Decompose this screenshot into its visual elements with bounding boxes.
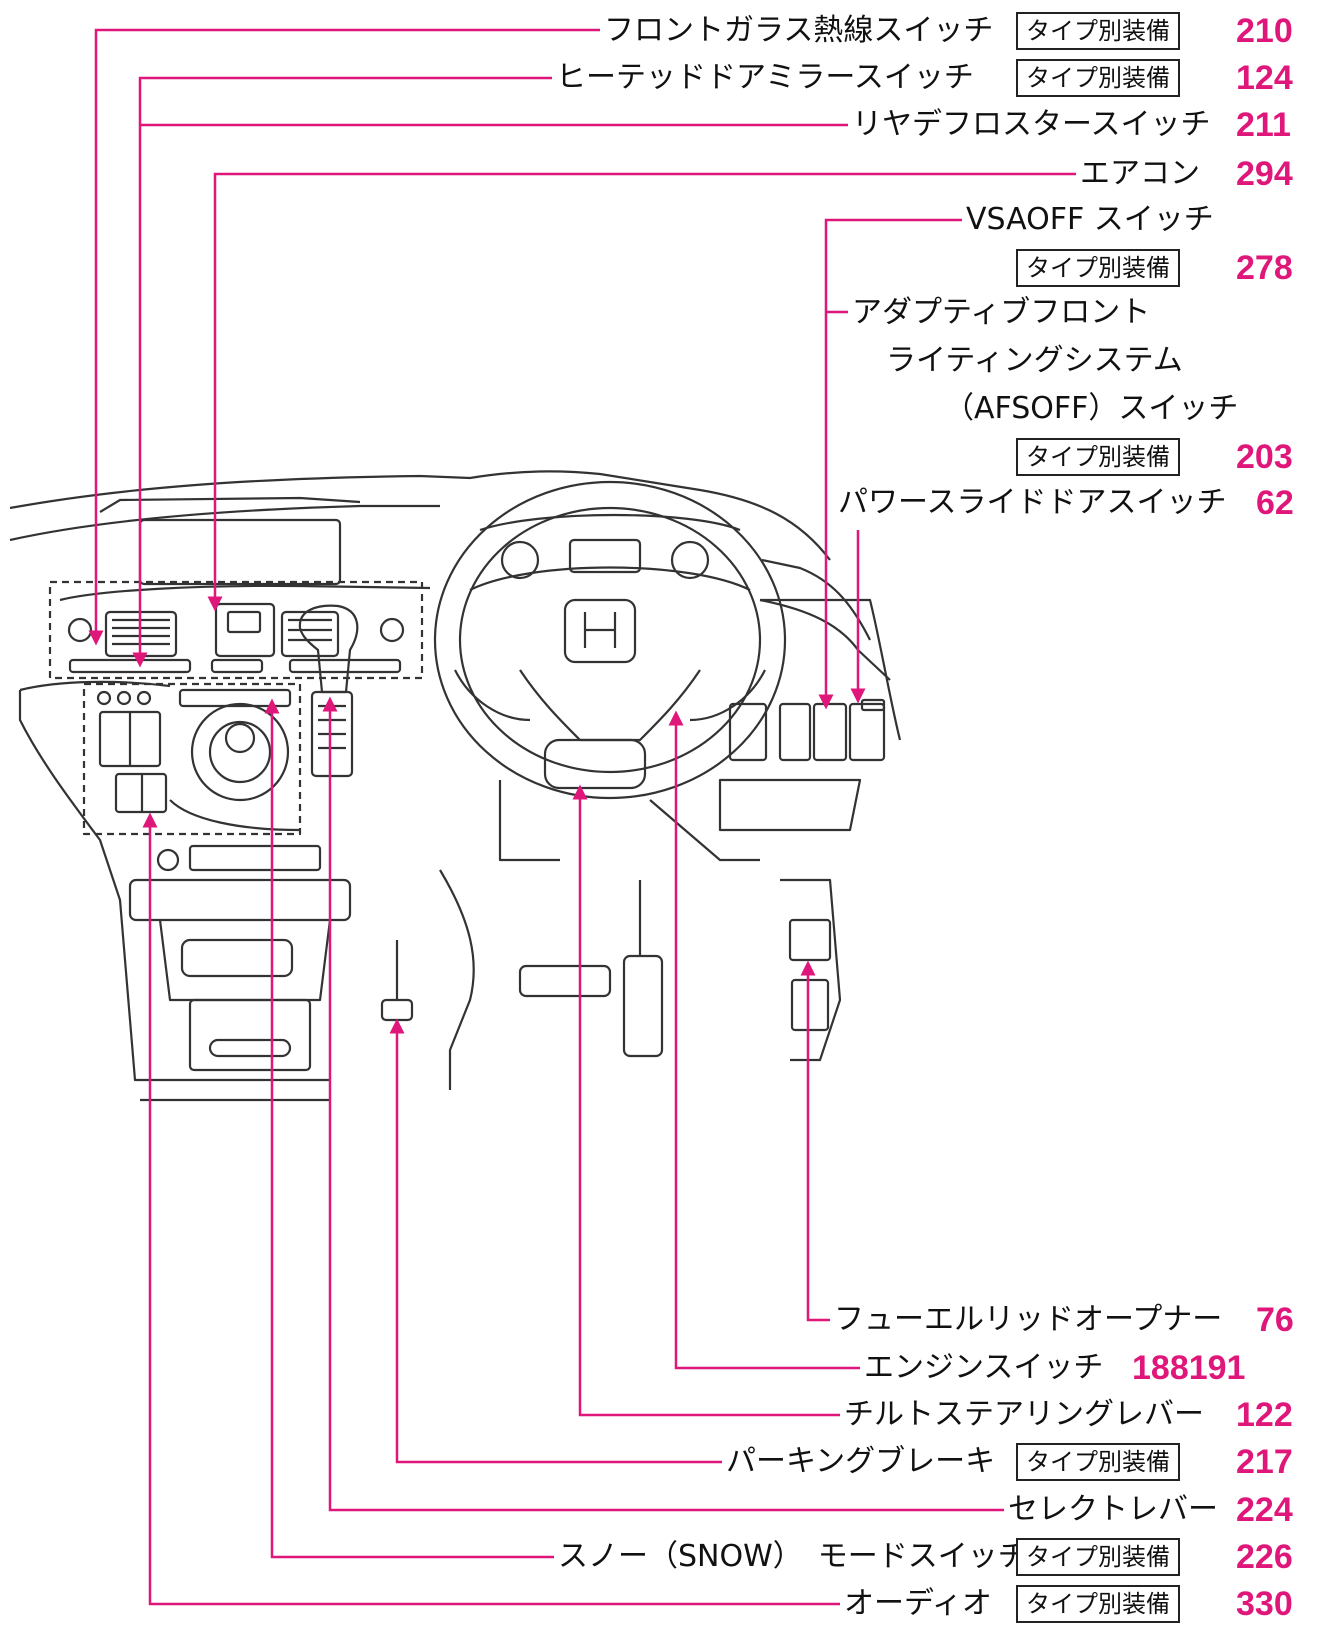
callout-label-audio: オーディオ — [844, 1586, 992, 1621]
callout-page-power-slide-door[interactable]: 62 — [1256, 484, 1294, 522]
callout-label-fuel-lid-opener: フューエルリッドオープナー — [834, 1302, 1223, 1337]
callout-badge-windshield-heater: タイプ別装備 — [1016, 12, 1180, 50]
callout-badge-parking-brake: タイプ別装備 — [1016, 1443, 1180, 1481]
callout-page-windshield-heater[interactable]: 210 — [1236, 12, 1293, 50]
callout-page-audio[interactable]: 330 — [1236, 1585, 1293, 1623]
callout-label-tilt-steering: チルトステアリングレバー — [844, 1397, 1204, 1432]
callout-label-vsa-off: VSAOFF スイッチ — [966, 202, 1214, 237]
callout-page-afs[interactable]: 203 — [1236, 438, 1293, 476]
callout-badge-snow-mode: タイプ別装備 — [1016, 1538, 1180, 1576]
leader-lines — [88, 28, 1076, 1606]
callout-page-snow-mode[interactable]: 226 — [1236, 1538, 1293, 1576]
callout-badge-audio: タイプ別装備 — [1016, 1585, 1180, 1623]
callout-badge-vsa-off: タイプ別装備 — [1016, 249, 1180, 287]
callout-page-engine-switch[interactable]: 188191 — [1132, 1349, 1246, 1387]
callout-label-afs-line2: ライティングシステム — [886, 343, 1183, 378]
callout-badge-afs: タイプ別装備 — [1016, 438, 1180, 476]
callout-label-select-lever: セレクトレバー — [1008, 1492, 1218, 1527]
callout-label-snow-mode: スノー（SNOW） モードスイッチ — [558, 1539, 1028, 1574]
callout-label-air-conditioner: エアコン — [1080, 156, 1200, 191]
callout-label-parking-brake: パーキングブレーキ — [726, 1444, 996, 1479]
callout-label-rear-defroster: リヤデフロスタースイッチ — [852, 107, 1211, 142]
callout-label-heated-mirror: ヒーテッドドアミラースイッチ — [556, 60, 974, 95]
callout-page-fuel-lid-opener[interactable]: 76 — [1256, 1301, 1294, 1339]
callout-page-select-lever[interactable]: 224 — [1236, 1491, 1293, 1529]
callout-badge-heated-mirror: タイプ別装備 — [1016, 59, 1180, 97]
callout-page-vsa-off[interactable]: 278 — [1236, 249, 1293, 287]
callout-label-engine-switch: エンジンスイッチ — [864, 1350, 1104, 1385]
callout-page-tilt-steering[interactable]: 122 — [1236, 1396, 1293, 1434]
callout-label-afs-line3: （AFSOFF）スイッチ — [944, 391, 1239, 426]
callout-page-heated-mirror[interactable]: 124 — [1236, 59, 1293, 97]
callout-label-power-slide-door: パワースライドドアスイッチ — [838, 485, 1227, 520]
callout-page-air-conditioner[interactable]: 294 — [1236, 155, 1293, 193]
callout-label-windshield-heater: フロントガラス熱線スイッチ — [604, 13, 994, 48]
callout-page-parking-brake[interactable]: 217 — [1236, 1443, 1293, 1481]
callout-page-rear-defroster[interactable]: 211 — [1236, 106, 1291, 144]
callout-label-afs-line1: アダプティブフロント — [852, 295, 1151, 330]
dashboard-outline — [9, 470, 902, 1102]
